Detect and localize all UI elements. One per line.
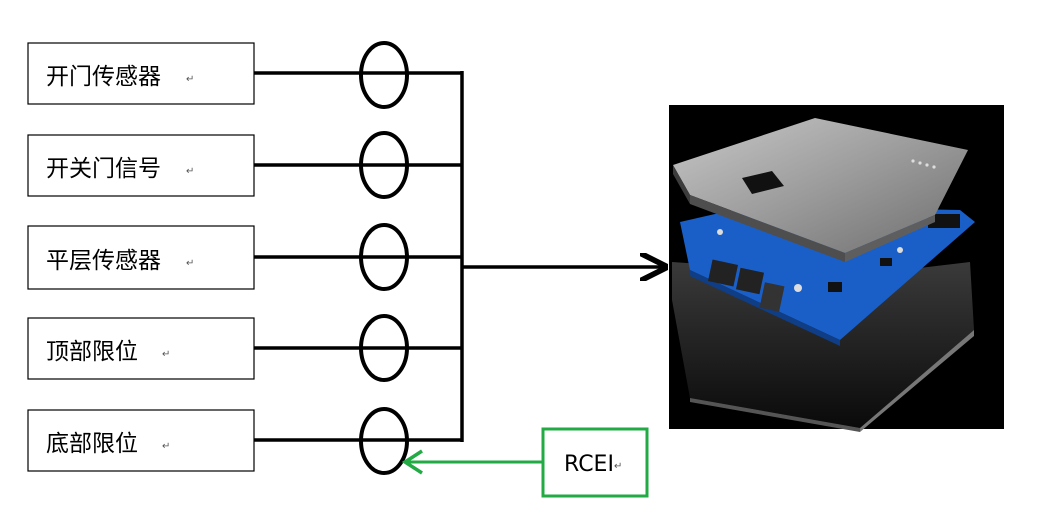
input-box-door-switch-signal: 开关门信号 ↵ xyxy=(27,134,255,197)
input-label: 开门传感器 xyxy=(46,64,161,90)
ring-icon xyxy=(359,314,409,382)
ring-icon xyxy=(359,131,409,199)
ring-icon xyxy=(359,407,409,475)
ring-icon xyxy=(359,223,409,291)
rcei-box: RCEI ↵ xyxy=(541,427,649,498)
input-box-leveling-sensor: 平层传感器 ↵ xyxy=(27,225,255,290)
rcei-label: RCEI xyxy=(564,452,614,477)
return-mark: ↵ xyxy=(162,349,170,360)
return-mark: ↵ xyxy=(186,74,194,85)
signal-wires xyxy=(254,71,665,442)
input-label: 平层传感器 xyxy=(46,248,161,274)
sensor-rings xyxy=(359,41,409,475)
return-mark: ↵ xyxy=(614,461,622,472)
ring-icon xyxy=(359,41,409,109)
return-mark: ↵ xyxy=(186,258,194,269)
controller-board-device-icon xyxy=(669,105,1004,432)
return-mark: ↵ xyxy=(162,441,170,452)
input-box-door-open-sensor: 开门传感器 ↵ xyxy=(27,42,255,105)
input-label: 开关门信号 xyxy=(46,156,161,182)
rcei-arrow xyxy=(401,449,543,475)
input-box-top-limit: 顶部限位 ↵ xyxy=(27,317,255,380)
input-label: 底部限位 xyxy=(46,431,138,457)
input-label: 顶部限位 xyxy=(46,339,138,365)
return-mark: ↵ xyxy=(186,166,194,177)
input-box-bottom-limit: 底部限位 ↵ xyxy=(27,409,255,472)
